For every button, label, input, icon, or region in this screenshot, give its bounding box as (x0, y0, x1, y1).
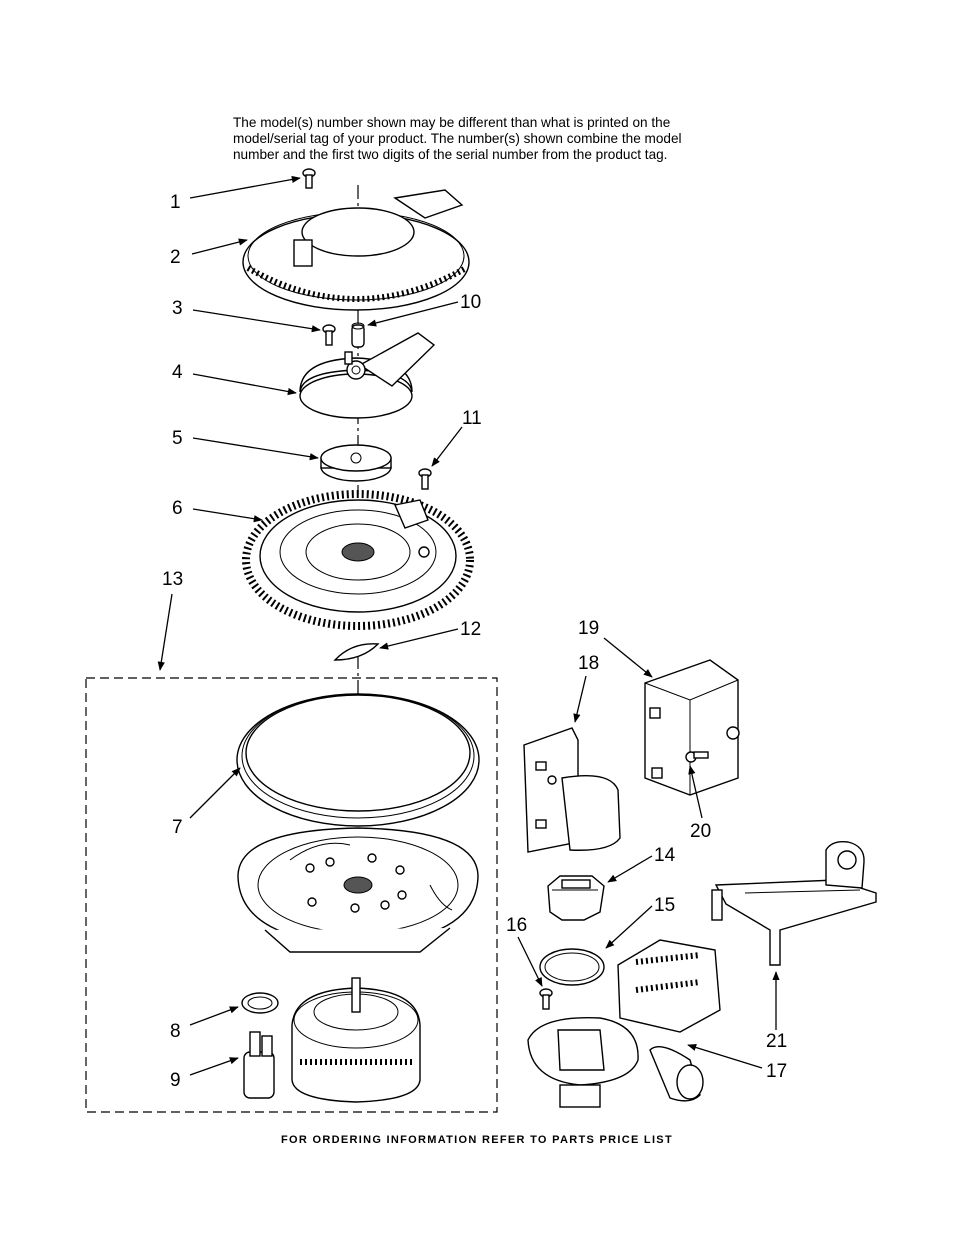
leader-7 (189, 767, 241, 819)
leader-15 (605, 905, 653, 949)
note-line-3: number and the first two digits of the s… (233, 147, 668, 162)
sump-base (237, 827, 479, 953)
callout-12: 12 (460, 619, 481, 640)
seal-ring-part-7 (236, 693, 480, 827)
callout-6: 6 (172, 498, 183, 519)
model-number-note: The model(s) number shown may be differe… (233, 115, 753, 163)
o-ring-part-8 (241, 992, 279, 1014)
leader-19 (603, 637, 653, 678)
leader-10 (367, 301, 459, 327)
callout-14: 14 (654, 845, 676, 866)
leader-17 (687, 1043, 763, 1069)
filter-housing-part-2 (242, 189, 470, 311)
leader-4 (192, 373, 297, 396)
callout-1: 1 (170, 192, 181, 213)
leader-9 (189, 1057, 239, 1076)
sensor-part-9 (243, 1031, 275, 1099)
leader-18 (573, 675, 587, 723)
leader-3 (192, 309, 321, 333)
callout-2: 2 (170, 247, 181, 268)
drain-pump-part-17 (527, 939, 721, 1108)
motor (291, 977, 421, 1103)
callout-11: 11 (462, 408, 482, 429)
callout-21: 21 (766, 1031, 787, 1052)
leader-13 (157, 593, 173, 671)
cap-part-14 (547, 875, 605, 921)
callout-19: 19 (578, 618, 599, 639)
callout-10: 10 (460, 292, 481, 313)
capacitor-box-part-19 (644, 659, 740, 796)
note-line-1: The model(s) number shown may be differe… (233, 115, 671, 130)
screw-part-1 (302, 168, 316, 189)
leader-5 (192, 437, 319, 461)
leader-16 (517, 936, 543, 987)
callout-16: 16 (506, 915, 527, 936)
callout-7: 7 (172, 817, 183, 838)
impeller-part-5 (320, 444, 392, 482)
leader-8 (189, 1006, 239, 1026)
callout-5: 5 (172, 428, 183, 449)
leader-12 (379, 628, 459, 650)
leader-11 (431, 426, 463, 467)
callout-8: 8 (170, 1021, 181, 1042)
callout-9: 9 (170, 1070, 181, 1091)
screw-part-20 (685, 751, 709, 763)
callout-18: 18 (578, 653, 599, 674)
screw-part-16 (539, 988, 553, 1010)
callout-13: 13 (162, 569, 183, 590)
pump-housing-part-6 (242, 490, 474, 630)
callout-15: 15 (654, 895, 675, 916)
screw-part-3 (322, 324, 336, 346)
callout-20: 20 (690, 821, 711, 842)
note-line-2: model/serial tag of your product. The nu… (233, 131, 682, 146)
leader-20 (688, 765, 703, 819)
assembly-13-box (85, 677, 498, 1113)
bracket-part-18 (523, 727, 621, 853)
callout-4: 4 (172, 362, 183, 383)
leader-14 (607, 855, 653, 883)
ordering-info-footer: FOR ORDERING INFORMATION REFER TO PARTS … (281, 1134, 673, 1146)
leader-1 (189, 175, 301, 199)
leader-6 (192, 508, 263, 523)
gasket-part-12 (333, 643, 380, 661)
leader-2 (191, 238, 248, 255)
bracket-part-21 (711, 840, 877, 966)
pin-part-10 (351, 322, 365, 348)
callout-17: 17 (766, 1061, 787, 1082)
callout-3: 3 (172, 298, 183, 319)
housing-part-4 (299, 332, 436, 419)
o-ring-part-15 (539, 948, 605, 986)
screw-part-11 (418, 468, 432, 490)
